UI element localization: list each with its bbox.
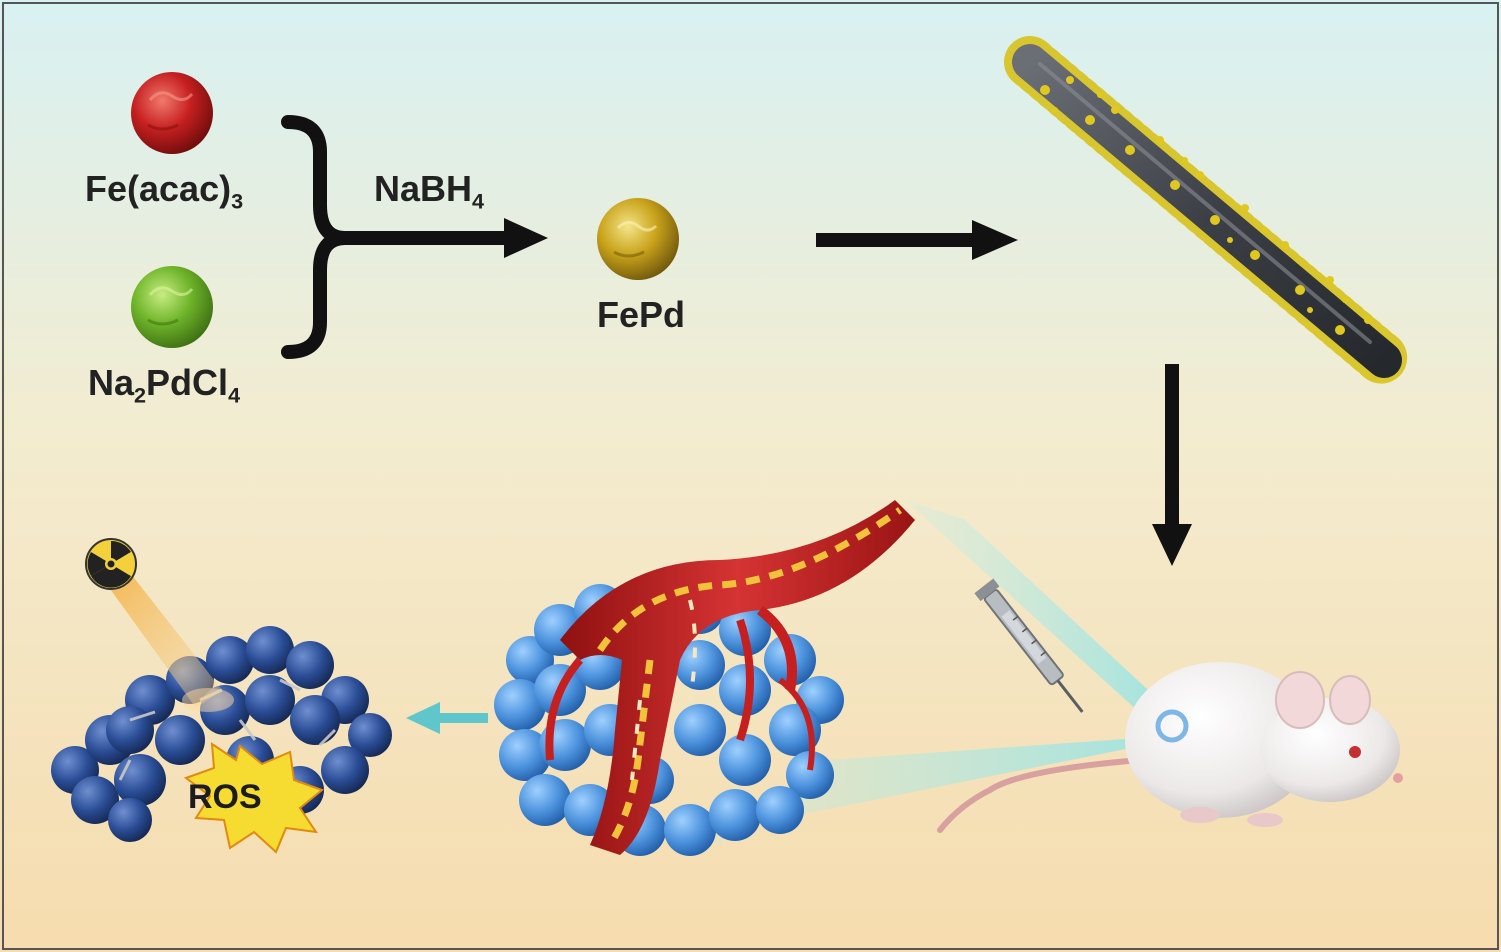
fepd-sphere — [597, 198, 679, 280]
mouse-icon — [937, 662, 1403, 833]
radiation-icon — [85, 538, 137, 590]
fe-acac-sphere — [131, 72, 213, 154]
syringe-icon — [974, 578, 1084, 713]
loading-arrow — [816, 220, 1018, 260]
ros-burst — [183, 742, 325, 854]
label-fe-acac: Fe(acac)3 — [85, 168, 244, 214]
irradiation-beam — [100, 565, 222, 708]
reaction-arrow — [340, 218, 548, 258]
blood-vessel — [545, 500, 915, 855]
magnify-cone-upper — [905, 500, 1175, 740]
label-na2pdcl4: Na2PdCl4 — [88, 362, 241, 408]
uptake-arrow — [406, 702, 488, 734]
label-fepd: FePd — [597, 294, 686, 335]
label-ros: ROS — [188, 778, 262, 816]
tumor-site-marker — [1155, 709, 1189, 743]
na2pdcl4-sphere — [131, 266, 213, 348]
nanorod — [1004, 36, 1410, 386]
nanorod-particles — [1040, 76, 1372, 335]
injection-arrow — [1152, 364, 1192, 566]
label-nabh4: NaBH4 — [374, 168, 485, 214]
